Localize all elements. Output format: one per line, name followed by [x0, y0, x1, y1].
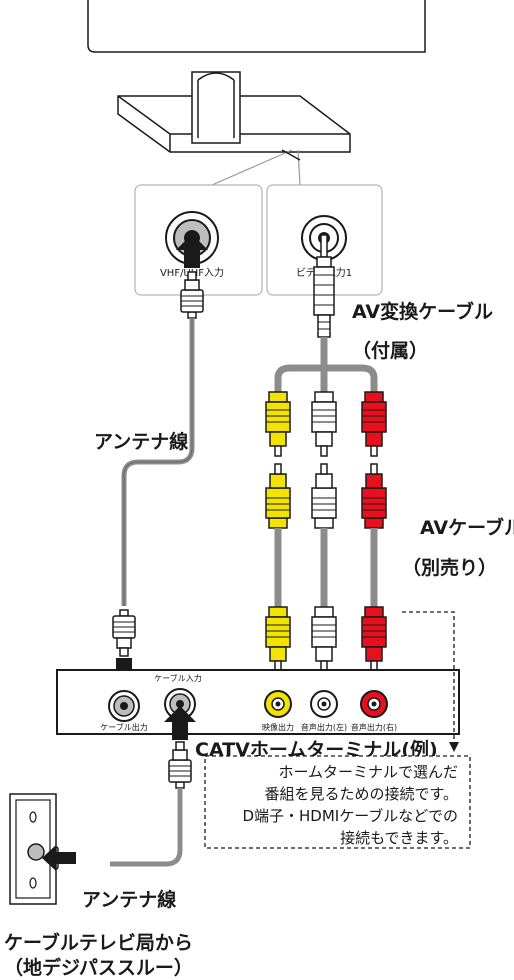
rca-plugs-av-cable-top	[265, 463, 387, 529]
av-cable-sold-separately-label: （別売り）	[402, 556, 497, 579]
audio-out-right-label: 音声出力(右)	[351, 722, 397, 732]
antenna-plug-terminal-in	[168, 741, 192, 789]
av-adapter-plug	[313, 234, 335, 338]
av-adapter-included-label: （付属）	[352, 339, 428, 362]
source-passthrough-label: （地デジパススルー）	[4, 956, 193, 979]
rca-plugs-adapter	[265, 391, 387, 457]
callout-mark	[281, 149, 301, 161]
note-leader-line	[402, 611, 455, 742]
antenna-wire-upper	[121, 318, 195, 606]
antenna-wire-lower-label: アンテナ線	[82, 888, 176, 911]
note-line-4: 接続もできます。	[340, 829, 458, 847]
cable-in-label: ケーブル入力	[154, 673, 202, 683]
av-adapter-cable	[274, 337, 378, 392]
note-box	[204, 755, 471, 849]
callout-lines	[211, 149, 301, 186]
note-line-2: 番組を見るための接続です。	[264, 785, 458, 803]
arrow-up-icon	[176, 234, 208, 268]
tv-set	[87, 0, 426, 153]
av-adapter-label: AV変換ケーブル	[352, 300, 493, 323]
arrow-left-icon	[42, 845, 76, 871]
audio-out-left-label: 音声出力(左)	[301, 722, 347, 732]
note-line-1: ホームターミナルで選んだ	[278, 763, 458, 781]
antenna-plug-terminal-out	[112, 609, 136, 657]
video-out-label: 映像出力	[262, 722, 294, 732]
cable-out-label: ケーブル出力	[100, 722, 148, 732]
wall-outlet	[9, 793, 57, 905]
catv-terminal	[56, 669, 460, 735]
arrow-up-icon	[164, 706, 196, 740]
note-leader-arrow	[449, 742, 459, 752]
av-cable-wires	[274, 528, 378, 607]
rca-plugs-av-cable-bottom	[265, 606, 387, 672]
av-cable-label: AVケーブル	[420, 516, 514, 539]
note-line-3: D端子・HDMIケーブルなどでの	[242, 807, 458, 825]
catv-terminal-label: CATVホームターミナル(例)	[195, 738, 438, 761]
antenna-wire-lower	[110, 788, 183, 867]
antenna-wire-upper-label: アンテナ線	[94, 430, 188, 453]
source-label: ケーブルテレビ局から	[4, 931, 193, 954]
